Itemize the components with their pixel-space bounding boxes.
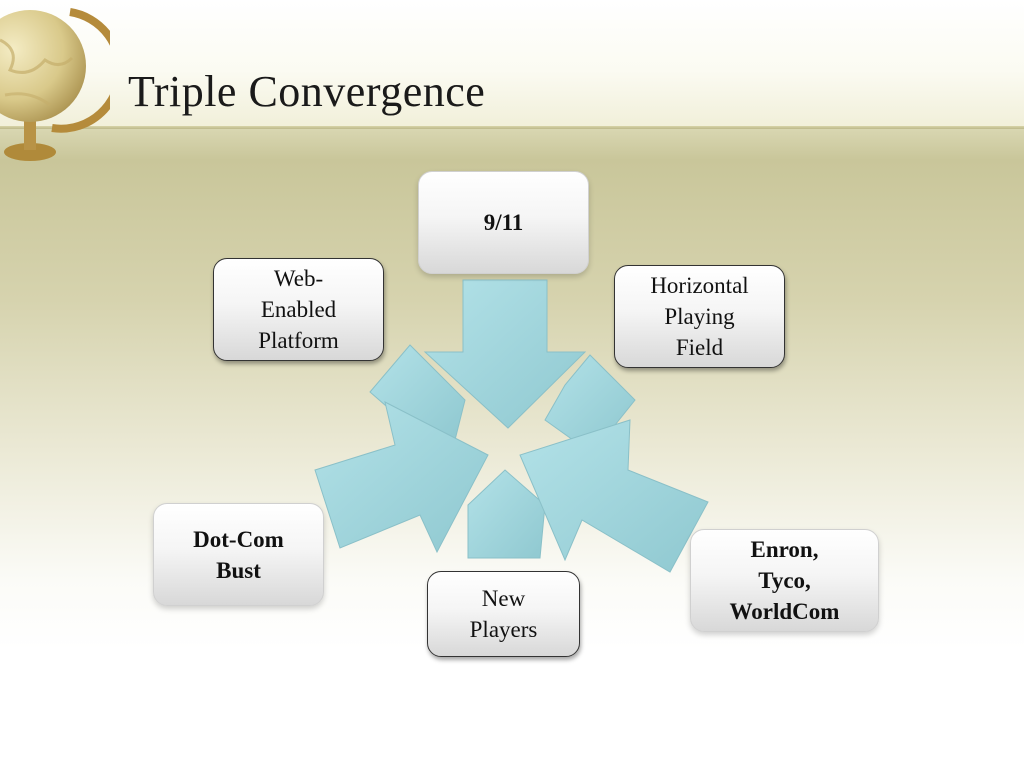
node-horizontal-playing-field-label: Horizontal Playing Field xyxy=(650,273,749,360)
slide-title: Triple Convergence xyxy=(128,67,486,116)
header-rule xyxy=(0,126,1024,129)
node-enron-tyco-worldcom: Enron, Tyco, WorldCom xyxy=(690,529,879,632)
node-new-players-label: New Players xyxy=(469,586,538,642)
node-9-11-label: 9/11 xyxy=(483,210,524,235)
arrow-bottom xyxy=(467,469,546,559)
node-horizontal-playing-field: Horizontal Playing Field xyxy=(614,265,785,368)
node-9-11: 9/11 xyxy=(418,171,589,274)
arrow-top xyxy=(423,279,587,429)
node-enron-tyco-worldcom-label: Enron, Tyco, WorldCom xyxy=(729,537,840,624)
globe-icon xyxy=(0,8,110,161)
node-new-players: New Players xyxy=(427,571,580,657)
arrow-right xyxy=(519,419,709,573)
header-band xyxy=(0,0,1024,128)
node-dot-com-bust: Dot-Com Bust xyxy=(153,503,324,606)
node-web-enabled-platform-label: Web- Enabled Platform xyxy=(258,266,339,353)
arrow-left xyxy=(314,401,489,554)
node-web-enabled-platform: Web- Enabled Platform xyxy=(213,258,384,361)
node-dot-com-bust-label: Dot-Com Bust xyxy=(193,526,284,583)
